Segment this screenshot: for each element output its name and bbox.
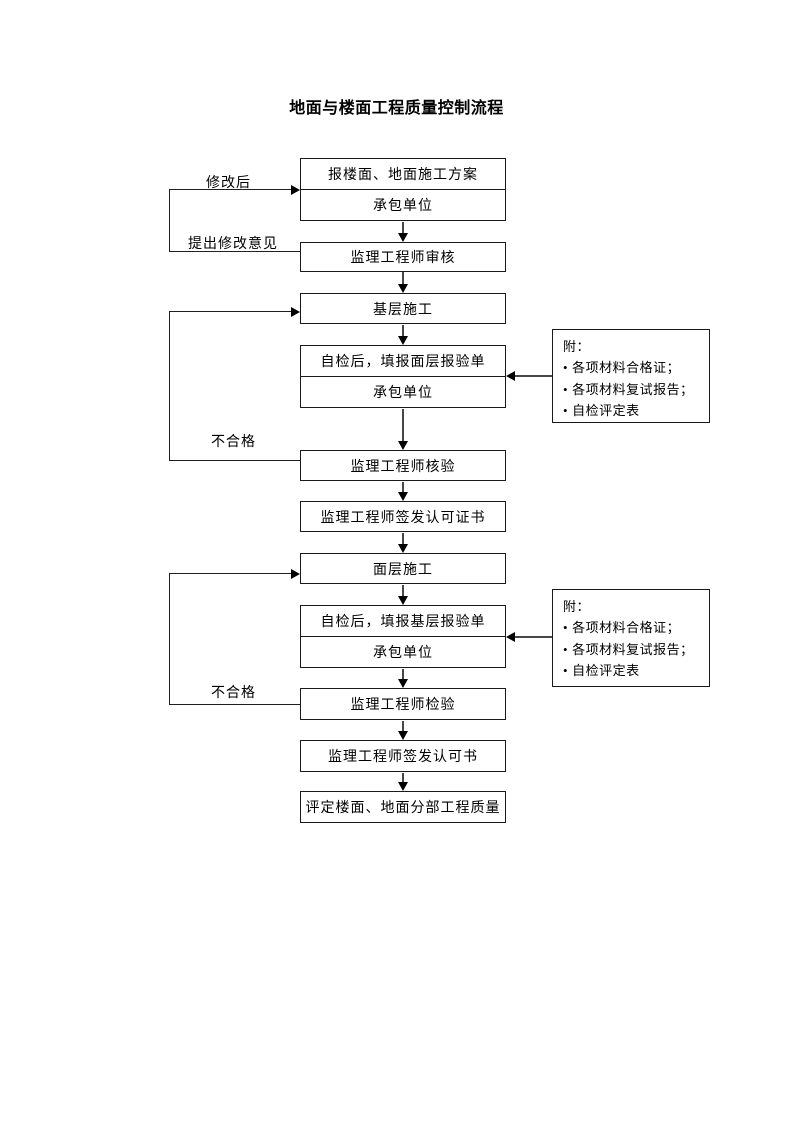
flow-box-supervisor-review: 监理工程师审核 (300, 242, 506, 272)
bullet-icon: • (563, 360, 569, 375)
attachment-item-text: 各项材料合格证； (572, 620, 681, 635)
bullet-icon: • (563, 663, 569, 678)
bullet-icon: • (563, 381, 569, 397)
flow-box-self-check-base-label: 自检后，填报基层报验单 (301, 606, 505, 637)
flow-box-self-check-base-owner: 承包单位 (373, 646, 433, 661)
flow-arrow-down-icon (398, 482, 408, 501)
flow-arrow-down-icon (398, 325, 408, 345)
feedback-arrow-right-icon (169, 569, 300, 579)
flow-box-supervisor-inspect: 监理工程师检验 (300, 688, 506, 720)
feedback-line-horizontal (169, 460, 300, 461)
feedback-line-vertical (169, 311, 170, 460)
label-not-qualified-2: 不合格 (211, 686, 256, 701)
flow-arrow-down-icon (398, 773, 408, 791)
label-propose-revision: 提出修改意见 (188, 237, 278, 252)
flow-box-self-check-surface: 自检后，填报面层报验单 承包单位 (300, 345, 506, 408)
attachment-item-text: 各项材料复试报告； (572, 641, 694, 657)
attachment-item: • 各项材料复试报告； (563, 639, 703, 661)
attachment-item: • 自检评定表 (563, 660, 703, 682)
flow-arrow-down-icon (398, 721, 408, 740)
feedback-arrow-right-icon (169, 185, 300, 195)
feedback-line-vertical (169, 189, 170, 252)
feedback-line-horizontal (169, 704, 300, 705)
attachment-item-text: 各项材料合格证； (572, 360, 681, 375)
attachment-arrow-left-icon (506, 632, 552, 642)
attachment-box-2: 附： • 各项材料合格证； • 各项材料复试报告； • 自检评定表 (552, 589, 710, 687)
attachment-arrow-left-icon (506, 371, 552, 381)
attachment-item-text: 自检评定表 (572, 403, 640, 418)
attachment-title: 附： (563, 599, 591, 614)
flow-box-surface-construction: 面层施工 (300, 553, 506, 584)
attachment-item-text: 各项材料复试报告； (572, 381, 694, 397)
flow-arrow-down-icon (398, 409, 408, 450)
flow-box-self-check-base: 自检后，填报基层报验单 承包单位 (300, 605, 506, 668)
flow-box-self-check-surface-label: 自检后，填报面层报验单 (301, 346, 505, 377)
feedback-line-horizontal (169, 251, 300, 252)
bullet-icon: • (563, 403, 569, 418)
bullet-icon: • (563, 641, 569, 657)
flow-arrow-down-icon (398, 272, 408, 293)
attachment-item-text: 自检评定表 (572, 663, 640, 678)
flow-box-report-plan: 报楼面、地面施工方案 承包单位 (300, 158, 506, 221)
feedback-line-vertical (169, 573, 170, 704)
flow-box-report-plan-label: 报楼面、地面施工方案 (301, 159, 505, 190)
flow-box-report-plan-owner: 承包单位 (373, 199, 433, 214)
flow-arrow-down-icon (398, 585, 408, 605)
attachment-item: • 自检评定表 (563, 400, 703, 422)
flow-arrow-down-icon (398, 669, 408, 688)
flow-box-base-construction: 基层施工 (300, 293, 506, 324)
page-title: 地面与楼面工程质量控制流程 (289, 100, 504, 117)
attachment-item: • 各项材料合格证； (563, 357, 703, 379)
label-not-qualified-1: 不合格 (211, 435, 256, 450)
flow-box-quality-evaluation: 评定楼面、地面分部工程质量 (300, 791, 506, 823)
feedback-arrow-right-icon (169, 307, 300, 317)
flow-box-issue-certificate: 监理工程师签发认可证书 (300, 501, 506, 532)
flow-arrow-down-icon (398, 533, 408, 553)
attachment-title: 附： (563, 339, 591, 354)
flow-box-supervisor-verify: 监理工程师核验 (300, 450, 506, 481)
flow-box-issue-approval: 监理工程师签发认可书 (300, 740, 506, 772)
flow-arrow-down-icon (398, 222, 408, 242)
attachment-item: • 各项材料复试报告； (563, 379, 703, 401)
bullet-icon: • (563, 620, 569, 635)
attachment-item: • 各项材料合格证； (563, 617, 703, 639)
flow-box-self-check-surface-owner: 承包单位 (373, 386, 433, 401)
attachment-box-1: 附： • 各项材料合格证； • 各项材料复试报告； • 自检评定表 (552, 329, 710, 423)
label-after-revision: 修改后 (206, 176, 251, 191)
